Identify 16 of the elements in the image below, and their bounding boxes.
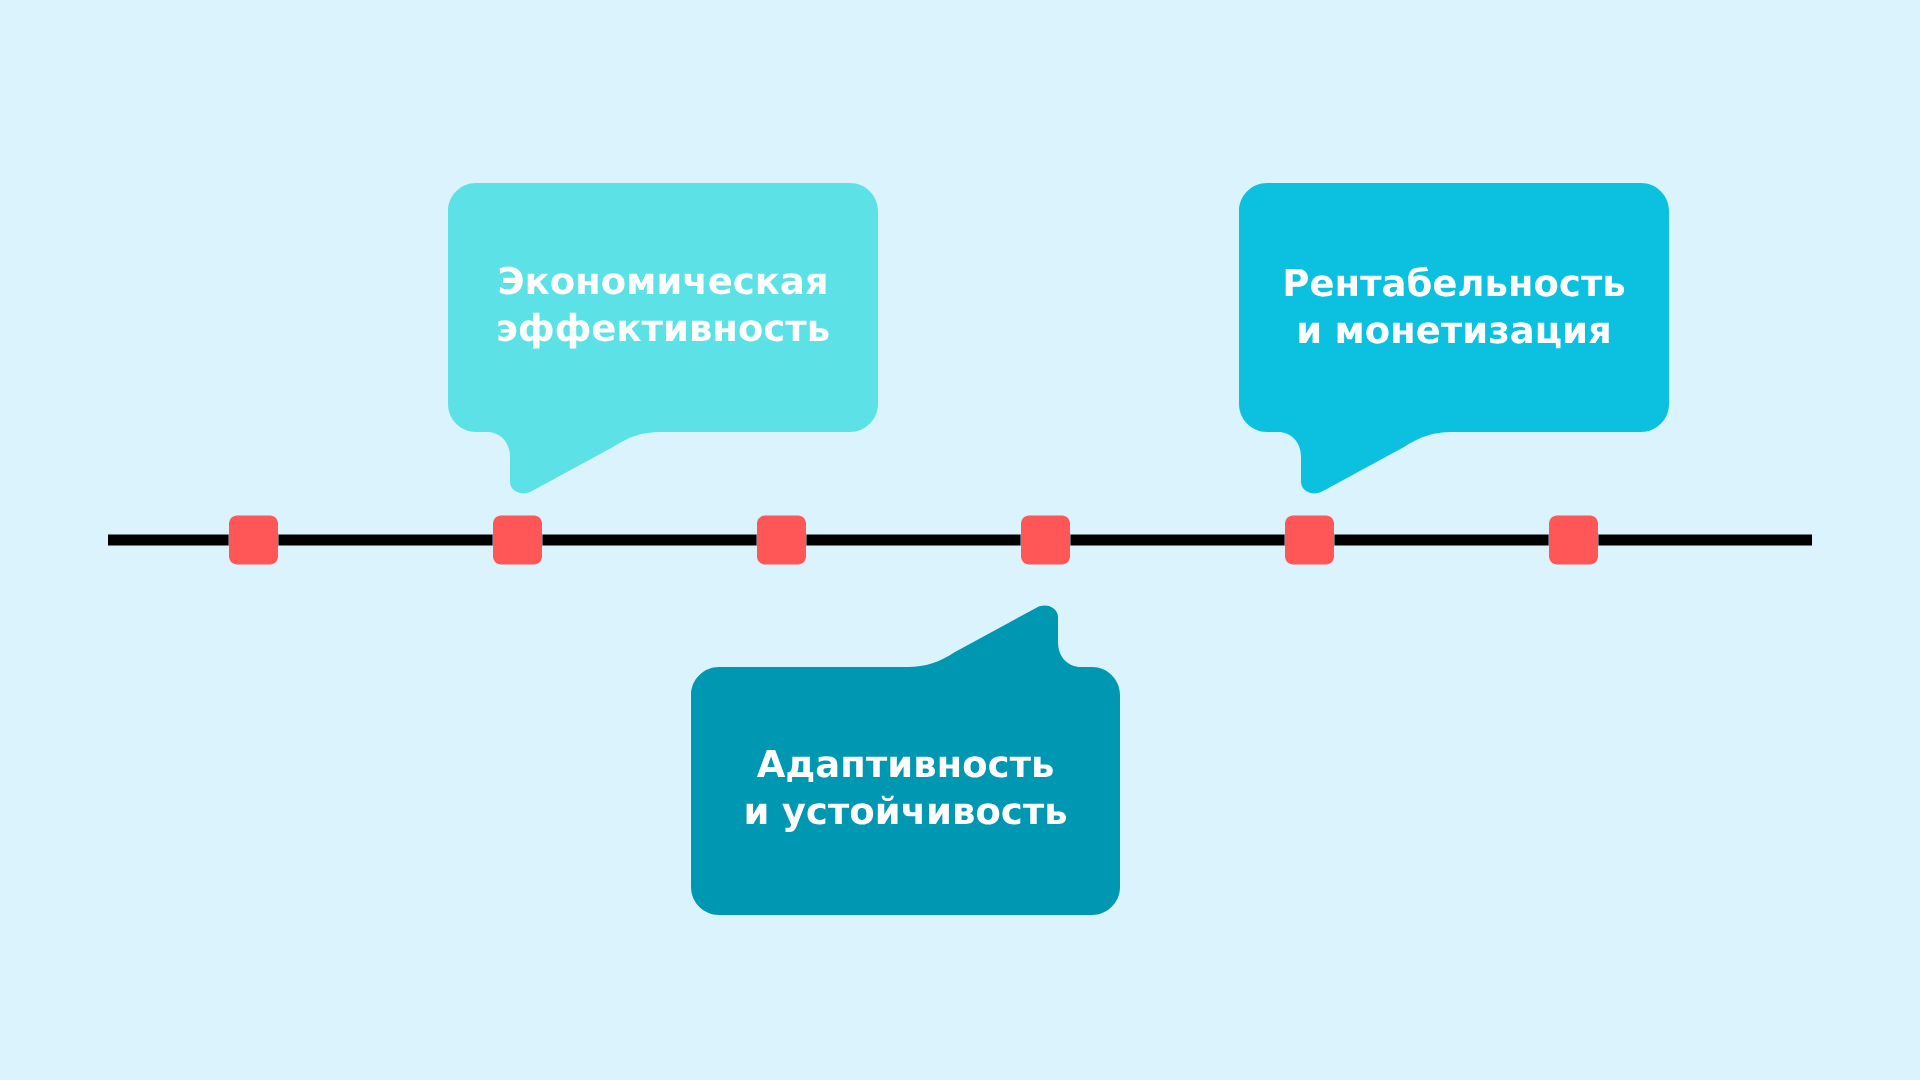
speech-bubble: Рентабельность и монетизация xyxy=(1239,183,1669,494)
timeline-marker xyxy=(1549,515,1598,565)
timeline-line xyxy=(1070,534,1285,546)
timeline-marker xyxy=(757,515,806,565)
timeline-line xyxy=(806,534,1021,546)
timeline-line xyxy=(278,534,493,546)
timeline-marker xyxy=(229,515,278,565)
timeline-line xyxy=(1598,534,1812,546)
timeline-marker xyxy=(1285,515,1334,565)
timeline-line xyxy=(542,534,757,546)
speech-bubble: Адаптивность и устойчивость xyxy=(691,605,1120,915)
speech-bubble: Экономическая эффективность xyxy=(448,183,878,494)
timeline-marker xyxy=(493,515,542,565)
timeline-line xyxy=(108,534,229,546)
timeline-line xyxy=(1334,534,1549,546)
timeline-marker xyxy=(1021,515,1070,565)
